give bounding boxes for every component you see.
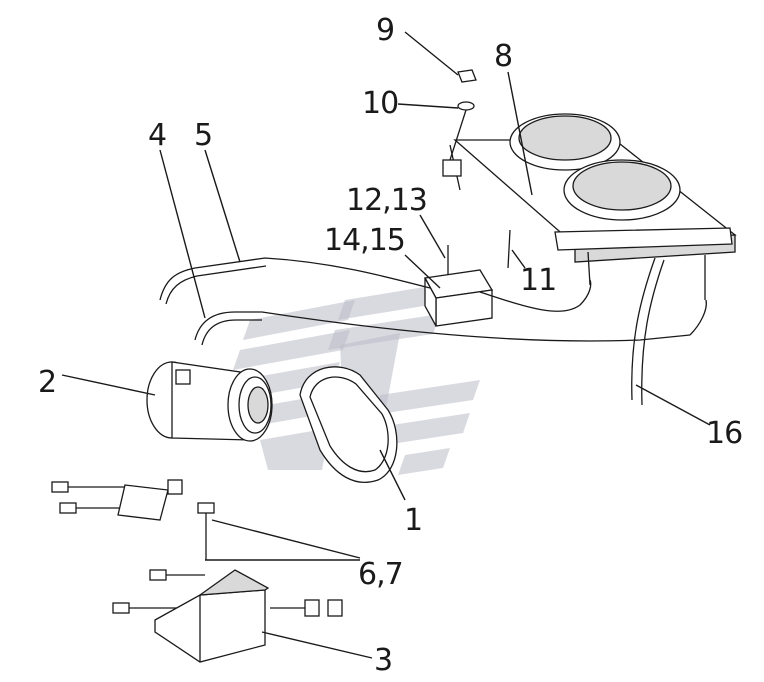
mounting-bracket [154,569,270,663]
line-16 [631,257,665,406]
callout-10: 10 [362,86,398,121]
callout-8: 8 [494,39,512,74]
callout-2: 2 [38,365,56,400]
hose-4 [194,299,707,346]
callout-6-7: 6,7 [358,557,403,592]
bolts-and-nuts [51,479,343,617]
callout-4: 4 [148,118,166,153]
callout-1: 1 [404,503,422,538]
callout-11: 11 [520,263,556,298]
leader-lines [61,31,711,659]
callout-12-13: 12,13 [346,183,427,218]
callout-9: 9 [376,13,394,48]
callout-16: 16 [706,416,742,451]
condenser-assembly [442,113,737,300]
callout-3: 3 [374,643,392,678]
compressor [146,361,273,442]
receiver-drier [423,229,511,327]
drive-belt [299,366,398,483]
callout-5: 5 [194,118,212,153]
nut-and-washer [449,69,477,161]
callout-14-15: 14,15 [324,223,405,258]
hose-5 [159,257,592,312]
